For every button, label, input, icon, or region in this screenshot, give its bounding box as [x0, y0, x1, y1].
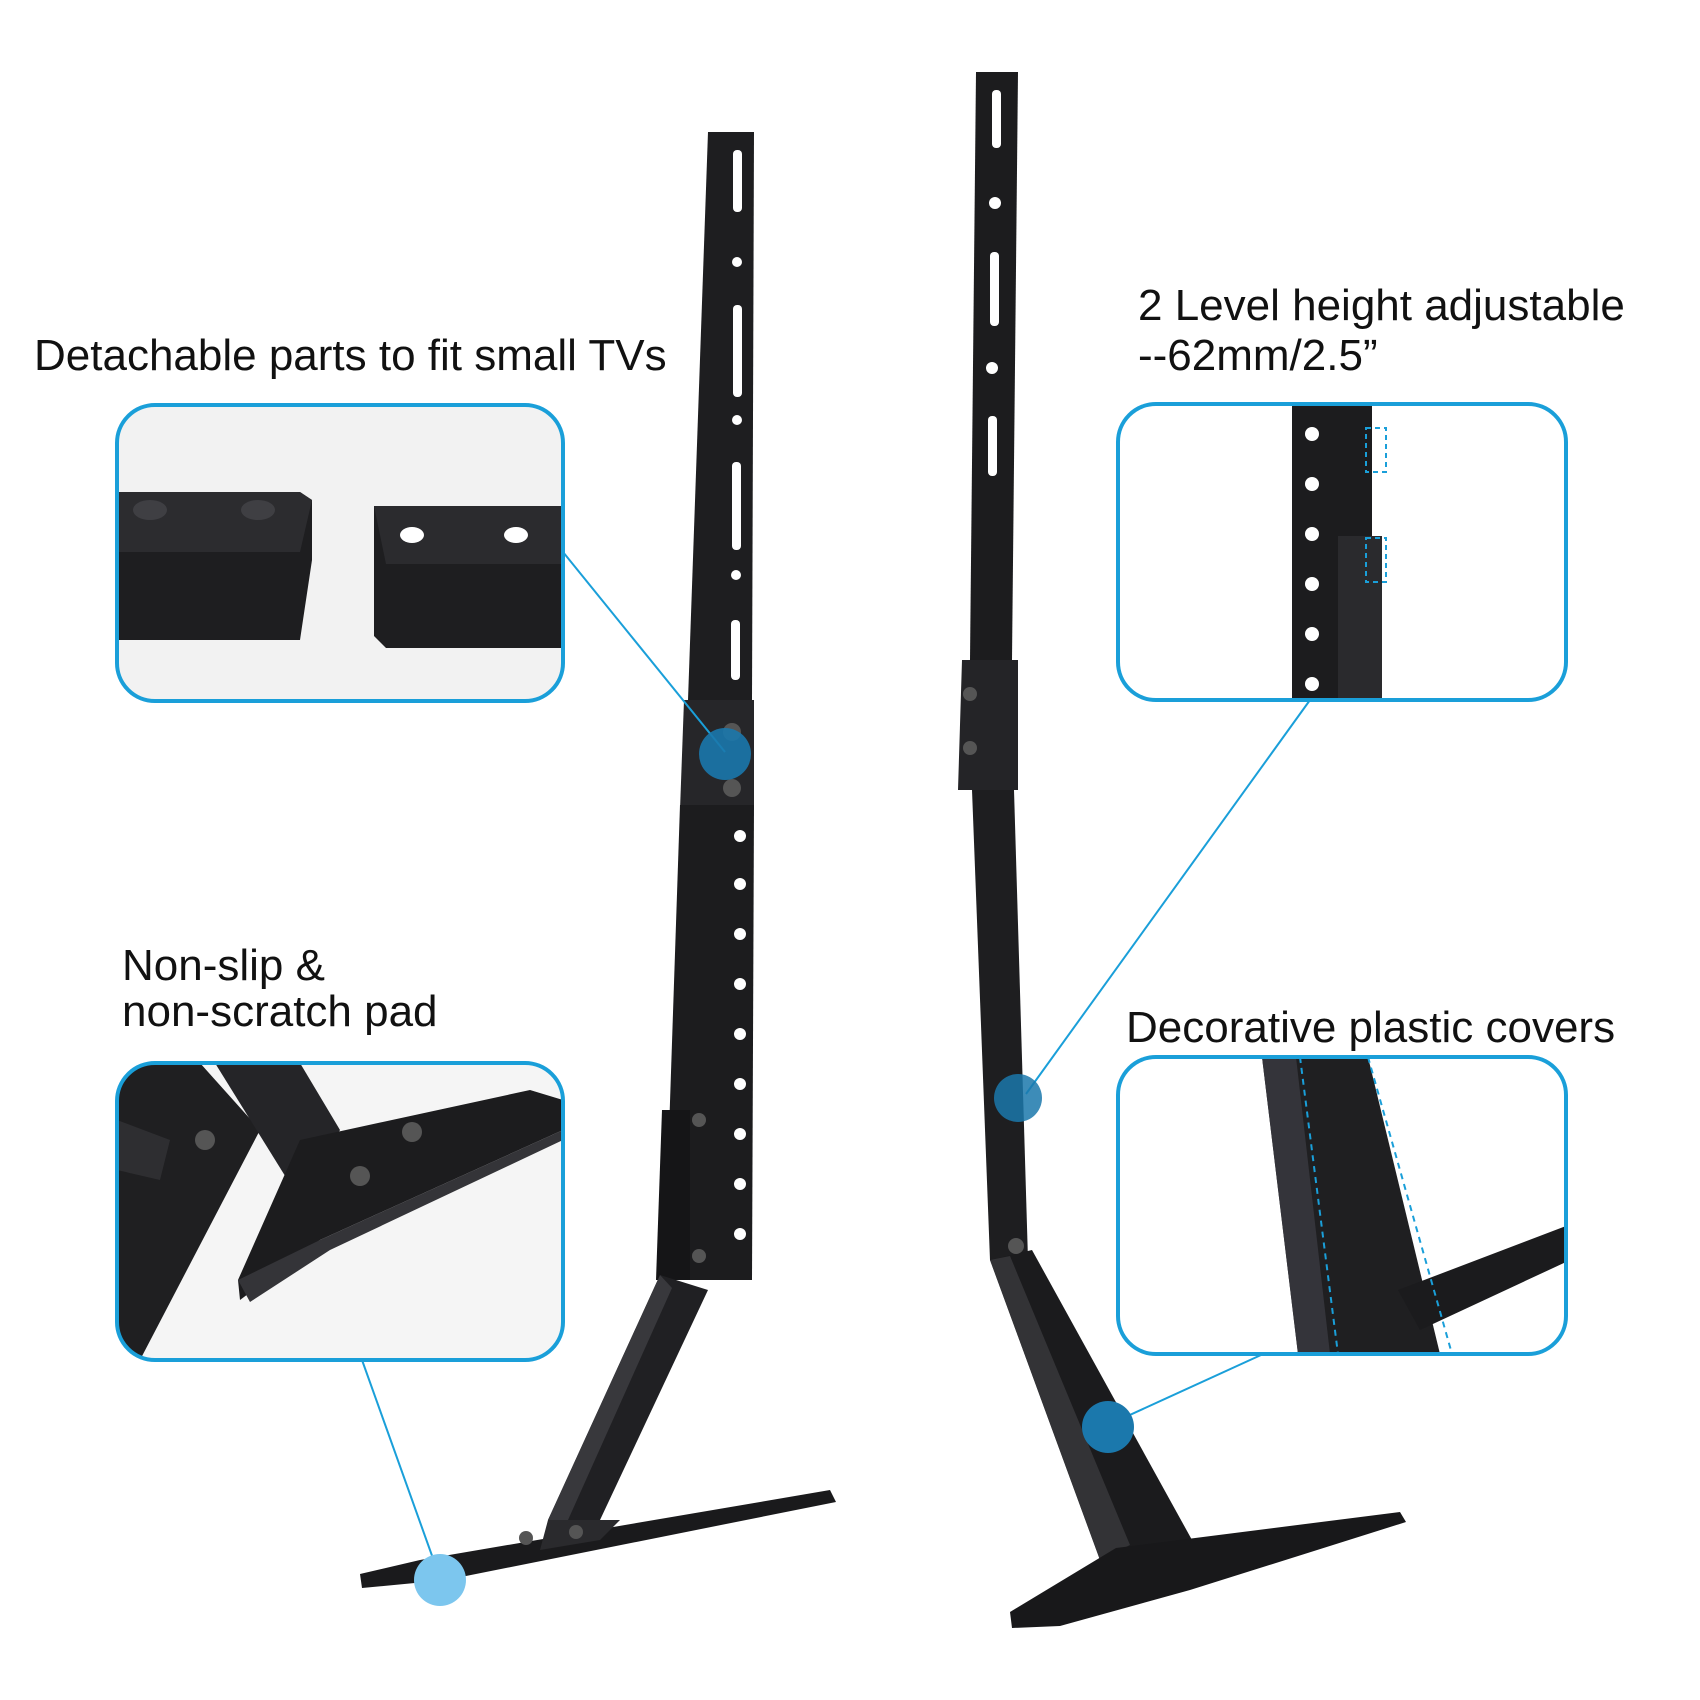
callout-height-box	[1116, 402, 1568, 702]
callout-covers-box	[1116, 1055, 1568, 1356]
leader-lines	[361, 551, 1311, 1579]
height-adjustable-amount: --62mm/2.5”	[1138, 331, 1378, 380]
right-lower-pole	[972, 790, 1028, 1260]
left-upper-holes	[731, 150, 742, 680]
callout-pad-box	[115, 1061, 565, 1362]
left-side-plate	[656, 1110, 690, 1280]
height-adjustable-label: 2 Level height adjustable	[1138, 281, 1625, 330]
cover-marker	[1082, 1401, 1134, 1453]
pad-marker	[414, 1554, 466, 1606]
right-sleeve	[958, 660, 1018, 790]
right-stand	[958, 72, 1406, 1628]
detach-marker	[699, 728, 751, 780]
detachable-parts-label: Detachable parts to fit small TVs	[34, 331, 667, 380]
left-lower-holes	[734, 830, 746, 1240]
callout-detachable-box	[115, 403, 565, 703]
decorative-covers-label: Decorative plastic covers	[1126, 1003, 1616, 1052]
right-upper-holes	[986, 90, 1001, 476]
pad-label-line1: Non-slip &	[122, 941, 325, 990]
height-marker	[994, 1074, 1042, 1122]
pad-label-line2: non-scratch pad	[122, 987, 438, 1036]
right-cover	[990, 1250, 1192, 1560]
right-base-foot	[1010, 1512, 1406, 1628]
left-upper-pole	[688, 132, 754, 700]
